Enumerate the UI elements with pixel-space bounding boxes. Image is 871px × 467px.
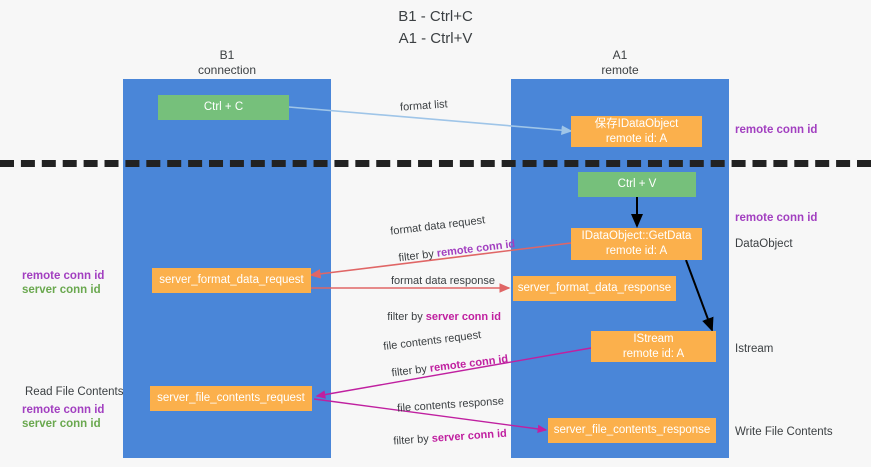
annotation-right-istream: Istream: [735, 343, 774, 355]
arrow-getdata-to-istream: [685, 259, 714, 332]
annotation-left-read-file-contents: Read File Contents: [25, 386, 124, 398]
annotation-right-remote-conn-id-top: remote conn id: [735, 124, 818, 136]
annotation-left-server-conn-id-2: server conn id: [22, 418, 101, 430]
annotation-left-remote-conn-id: remote conn id: [22, 270, 105, 282]
node-save-idataobject-sub: remote id: A: [605, 132, 668, 145]
column-header-b1-name: B1: [219, 48, 235, 62]
filter-key-1: remote conn id: [436, 238, 516, 260]
node-server-file-contents-response-label: server_file_contents_response: [553, 424, 711, 437]
annotation-left-remote-conn-id-2: remote conn id: [22, 404, 105, 416]
section-divider: [0, 160, 871, 167]
node-server-format-data-request-label: server_format_data_request: [159, 274, 304, 287]
node-ctrl-v[interactable]: Ctrl + V: [578, 172, 696, 197]
filter-prefix-3: filter by: [390, 362, 431, 380]
filter-key-4: server conn id: [431, 427, 508, 445]
node-server-format-data-request[interactable]: server_format_data_request: [152, 268, 311, 293]
node-ctrl-v-label: Ctrl + V: [617, 178, 657, 191]
node-idataobject-getdata[interactable]: IDataObject::GetData remote id: A: [571, 228, 702, 260]
page-title: B1 - Ctrl+C A1 - Ctrl+V: [0, 6, 871, 50]
node-server-file-contents-request-label: server_file_contents_request: [157, 392, 305, 405]
column-header-a1: A1 remote: [511, 48, 729, 78]
column-header-b1-sub: connection: [197, 63, 257, 77]
node-istream-sub: remote id: A: [622, 347, 685, 360]
annotation-right-dataobject: DataObject: [735, 238, 793, 250]
edge-label-format-data-response-filter: filter by server conn id: [375, 299, 501, 335]
node-server-format-data-response[interactable]: server_format_data_response: [513, 276, 676, 301]
column-header-b1: B1 connection: [123, 48, 331, 78]
node-ctrl-c-label: Ctrl + C: [203, 101, 244, 114]
column-header-a1-sub: remote: [601, 63, 639, 77]
node-idataobject-getdata-label: IDataObject::GetData: [581, 230, 692, 243]
filter-key-2: server conn id: [425, 311, 501, 323]
node-server-format-data-response-label: server_format_data_response: [517, 282, 672, 295]
node-server-file-contents-response[interactable]: server_file_contents_response: [548, 418, 716, 443]
annotation-right-remote-conn-id-mid: remote conn id: [735, 212, 818, 224]
node-ctrl-c[interactable]: Ctrl + C: [158, 95, 289, 120]
filter-prefix-2: filter by: [387, 311, 426, 323]
column-header-a1-name: A1: [612, 48, 628, 62]
title-line-1: B1 - Ctrl+C: [398, 8, 473, 25]
title-line-2: A1 - Ctrl+V: [398, 29, 473, 47]
annotation-right-write-file-contents: Write File Contents: [735, 426, 833, 438]
edge-label-format-data-response: format data response: [391, 275, 495, 287]
arrow-format-list: [276, 105, 573, 135]
arrow-file-contents-response: [313, 398, 548, 434]
arrow-file-contents-request: [315, 347, 592, 399]
arrow-format-data-request: [309, 242, 572, 279]
node-server-file-contents-request[interactable]: server_file_contents_request: [150, 386, 312, 411]
filter-prefix-1: filter by: [397, 247, 438, 265]
node-istream[interactable]: IStream remote id: A: [591, 331, 716, 362]
node-idataobject-getdata-sub: remote id: A: [605, 245, 668, 257]
filter-key-3: remote conn id: [429, 353, 509, 375]
filter-prefix-4: filter by: [392, 432, 433, 448]
node-save-idataobject[interactable]: 保存IDataObject remote id: A: [571, 116, 702, 147]
node-istream-label: IStream: [633, 332, 674, 345]
annotation-left-server-conn-id: server conn id: [22, 284, 101, 296]
node-save-idataobject-label: 保存IDataObject: [594, 117, 679, 130]
